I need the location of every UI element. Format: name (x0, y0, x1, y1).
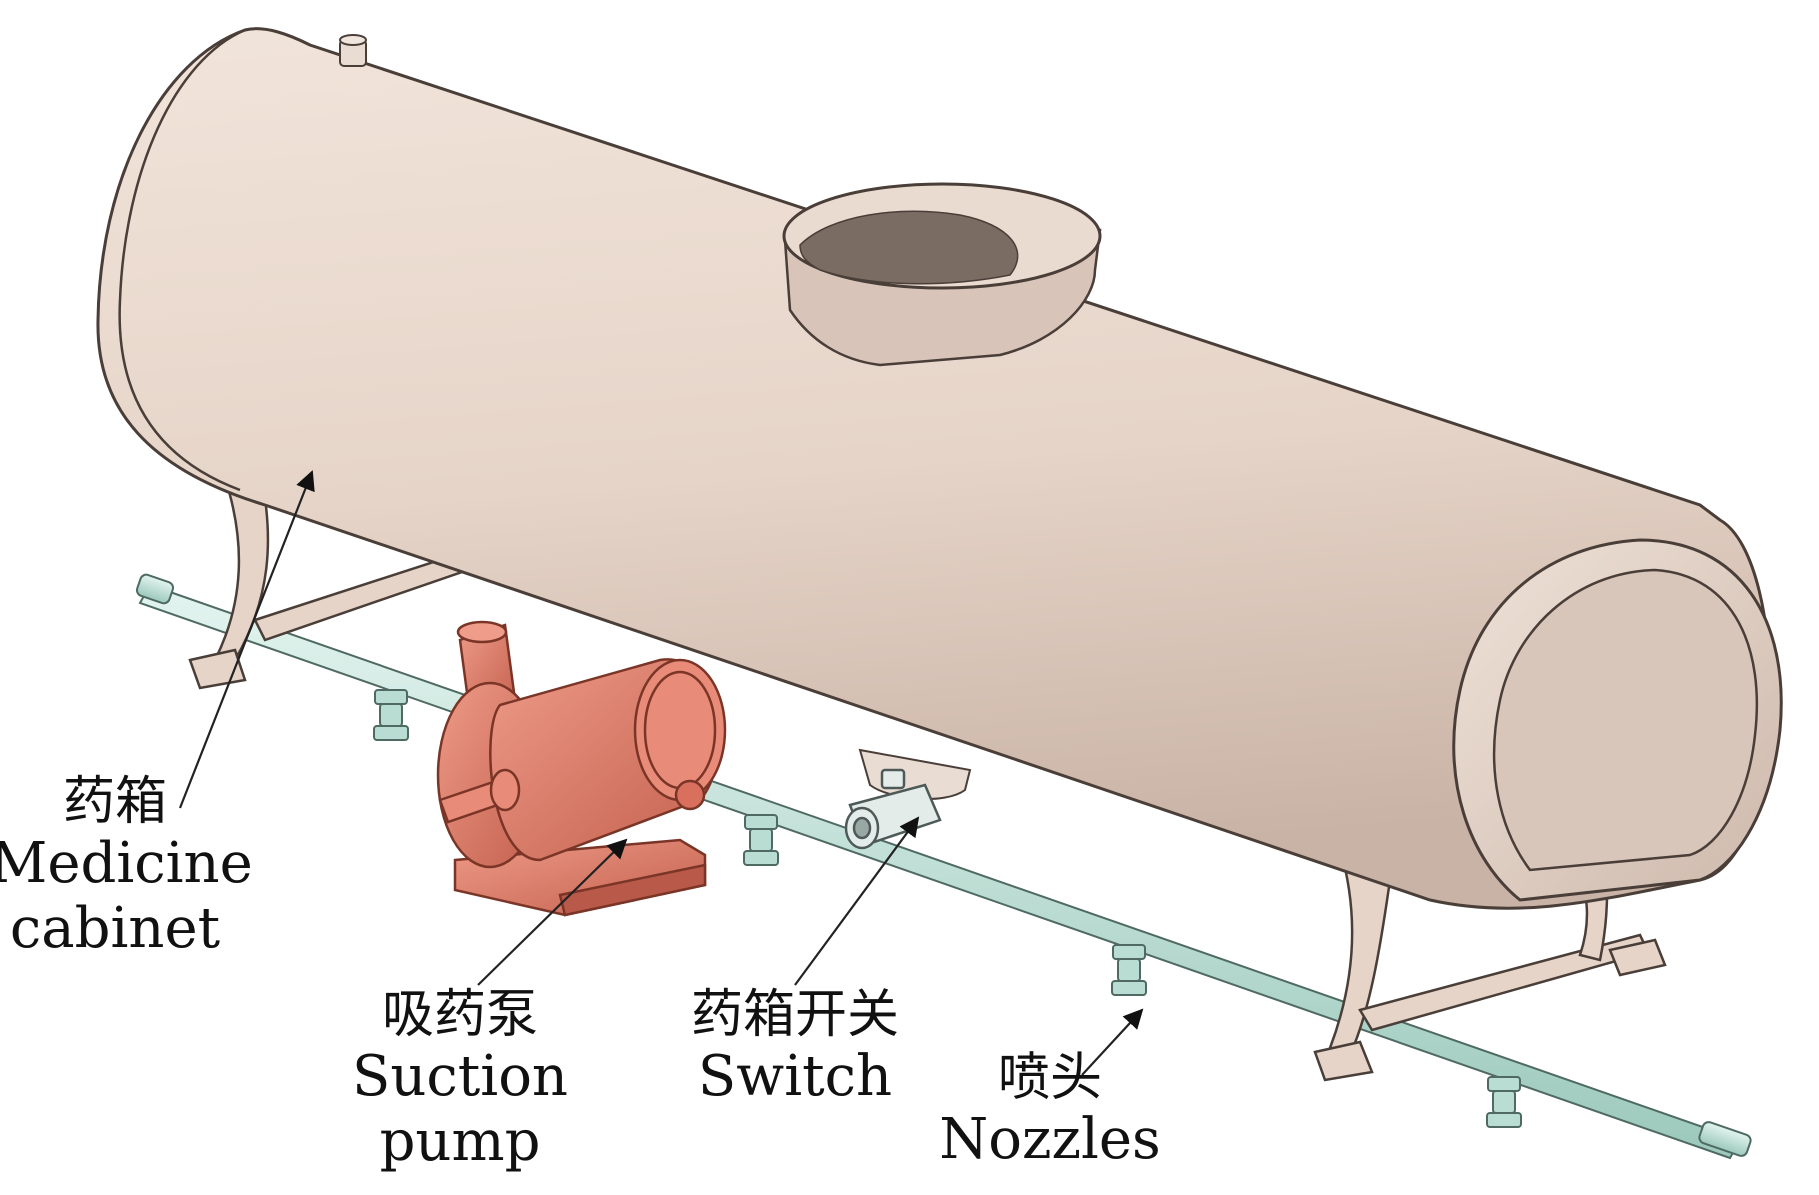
label-switch: 药箱开关 Switch (660, 985, 930, 1110)
label-nozzles-zh: 喷头 (997, 1048, 1102, 1108)
tank-switch-valve (844, 768, 942, 850)
label-medicine-cabinet-zh: 药箱 (62, 772, 167, 832)
label-suction-pump-en2: pump (379, 1109, 541, 1175)
label-switch-zh: 药箱开关 (690, 985, 899, 1045)
nozzle (1486, 1076, 1522, 1128)
nozzle (373, 689, 409, 741)
nozzles (373, 689, 1522, 1128)
medicine-cabinet-tank (96, 27, 1783, 910)
label-suction-pump-en1: Suction (352, 1044, 568, 1110)
leader-lines (178, 470, 1144, 1076)
label-nozzles: 喷头 Nozzles (930, 1048, 1170, 1173)
nozzle (743, 814, 779, 866)
suction-pump (436, 620, 727, 917)
nozzle (1111, 944, 1147, 996)
label-nozzles-en1: Nozzles (939, 1107, 1161, 1173)
label-medicine-cabinet-en1: Medicine (0, 831, 253, 897)
label-suction-pump-zh: 吸药泵 (381, 985, 538, 1045)
label-medicine-cabinet-en2: cabinet (9, 896, 221, 962)
leader-suction-pump (477, 838, 628, 986)
right-support-bracket (1313, 853, 1667, 1082)
label-medicine-cabinet: 药箱 Medicine cabinet (0, 772, 253, 962)
leader-switch (794, 816, 920, 986)
leader-nozzles (1081, 1008, 1144, 1076)
filler-opening (782, 182, 1102, 367)
label-switch-en1: Switch (697, 1044, 893, 1110)
label-suction-pump: 吸药泵 Suction pump (340, 985, 580, 1175)
leader-medicine-cabinet (178, 470, 315, 809)
